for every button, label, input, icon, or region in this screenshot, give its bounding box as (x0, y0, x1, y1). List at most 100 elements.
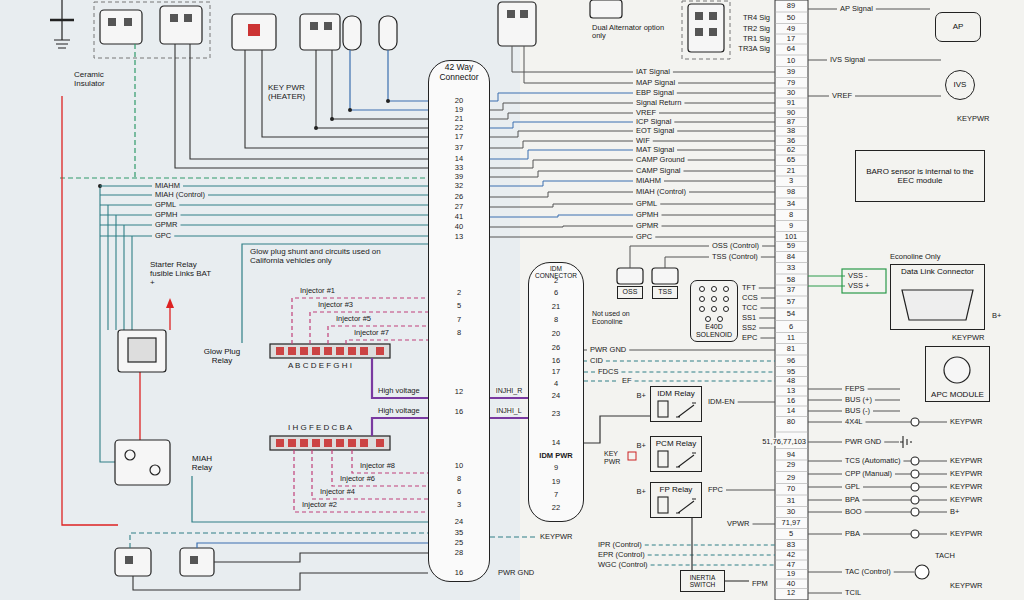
sensor-connector (652, 268, 678, 284)
wire (490, 93, 633, 101)
injector-label: Injector #6 (340, 475, 375, 483)
node-label: IVS (954, 80, 967, 89)
connector-letters: I H G F E D C B A (288, 424, 352, 433)
wire (490, 103, 633, 110)
dashed-frame (682, 1, 730, 59)
apc-symbol (944, 357, 970, 383)
signal-name: IAT Signal (636, 68, 670, 76)
connector-pin (709, 28, 717, 36)
wire (919, 422, 947, 423)
ground-symbol (900, 436, 911, 448)
solenoid-pin (700, 297, 705, 302)
power-label: KEYPWR (950, 582, 983, 590)
signal-name: AP Signal (840, 5, 873, 13)
pin-number: 10 (455, 462, 463, 470)
wire (524, 46, 633, 83)
node-label: FP Relay (660, 485, 693, 494)
pin-cell-divider (775, 12, 808, 13)
junction-dot (330, 117, 334, 121)
wire (100, 195, 152, 196)
signal-name: BUS (+) (845, 396, 872, 404)
signal-name: IDM-EN (708, 398, 735, 406)
wire (630, 246, 709, 268)
sensor-connector (379, 16, 397, 50)
dashed-frame (94, 1, 730, 59)
signal-name: MIAHM (636, 177, 661, 185)
wire (100, 186, 115, 462)
pin-cell-divider (775, 483, 808, 484)
wire (208, 195, 428, 196)
switch-symbol (911, 418, 919, 426)
signal-name: PWR GND (590, 346, 626, 354)
pin-cell-divider (775, 528, 808, 529)
solenoid-pin (724, 287, 729, 292)
wire (674, 122, 775, 123)
wire-label: INJHI_L (495, 407, 522, 415)
sensor-connector (590, 0, 622, 18)
injector-label: Injector #8 (360, 462, 395, 470)
power-label: KEYPWR (952, 334, 985, 342)
pin-number: 9 (554, 464, 558, 472)
signal-name: CCS (742, 294, 758, 302)
wire (181, 215, 429, 216)
signal-name: EF (622, 377, 632, 385)
pin-cell-divider (775, 432, 808, 433)
pin-number: 35 (455, 529, 463, 537)
wire (490, 215, 633, 217)
wire (863, 534, 911, 535)
pin-number: 3 (789, 177, 793, 185)
pin-number: 32 (455, 182, 463, 190)
wire (919, 474, 947, 475)
wire (490, 237, 633, 238)
pin-number: 20 (455, 97, 463, 105)
paper (520, 0, 1024, 600)
wire (512, 46, 633, 72)
connector-pin (695, 12, 703, 20)
pin-cell-divider (775, 77, 808, 78)
note: Starter Relay fusible Links BAT + (150, 261, 212, 287)
connector-pin (310, 22, 318, 30)
pin-number: 84 (787, 253, 795, 261)
signal-name: FPM (752, 580, 768, 588)
node-label: 42 Way Connector (431, 63, 487, 83)
signal-name: CAMP Signal (636, 167, 680, 175)
sensor-connector (160, 6, 202, 44)
sensor-connector (232, 14, 276, 50)
power-label: B+ (637, 488, 646, 496)
wire (214, 553, 428, 562)
solenoid-pin (712, 287, 717, 292)
wire (635, 381, 775, 382)
junction-dot (314, 126, 318, 130)
wire (808, 512, 842, 513)
wire (490, 113, 633, 119)
wire (866, 422, 911, 423)
pin-number: 29 (787, 474, 795, 482)
pin-number: 16 (787, 397, 795, 405)
connector-pin (507, 10, 515, 18)
node-label: MIAH Relay (184, 454, 220, 472)
pin-cell-divider (775, 296, 808, 297)
wire (903, 461, 911, 462)
node-label: INERTIA SWITCH (682, 574, 723, 589)
note: Dual Alternator option only (592, 24, 672, 41)
wire (808, 500, 842, 501)
node-label: E40D SOLENOID (693, 323, 735, 339)
pin-number: 16 (552, 357, 560, 365)
signal-name: EPR (Control) (598, 551, 645, 559)
signal-name: TR2 Sig (743, 25, 770, 33)
wire-connector (584, 416, 650, 443)
pin-number: 96 (787, 357, 795, 365)
pin-number: 95 (787, 368, 795, 376)
switch-symbol (911, 508, 919, 516)
wire (490, 192, 633, 197)
pin-cell-divider (775, 517, 808, 518)
signal-name: GPML (155, 201, 176, 209)
pin-number: 39 (787, 68, 795, 76)
connector-pin (376, 347, 384, 355)
wire (808, 286, 845, 287)
connector-pin (276, 347, 284, 355)
wire (653, 141, 775, 142)
wire (895, 474, 911, 475)
pin-number: 17 (455, 133, 463, 141)
connector-pin (312, 347, 320, 355)
